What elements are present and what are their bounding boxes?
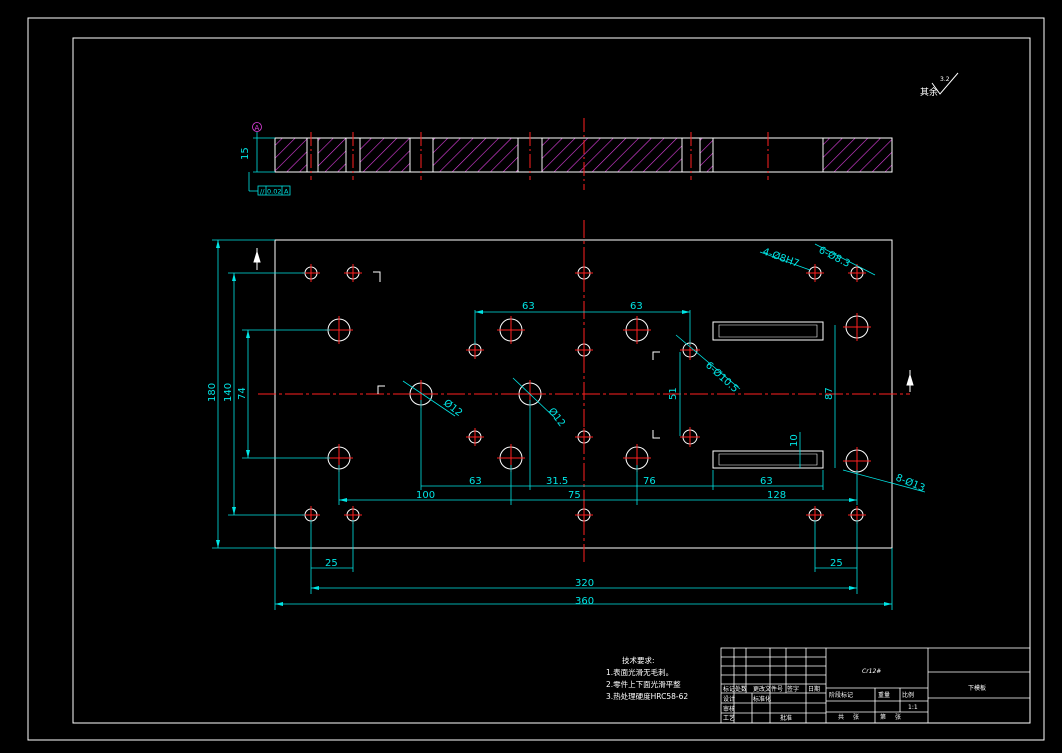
dim-bottom-63b: 63 bbox=[760, 476, 773, 487]
datum-marker: A bbox=[252, 122, 262, 138]
title-block-cell: 张 bbox=[895, 713, 901, 721]
dim-76: 76 bbox=[643, 476, 656, 487]
title-block-cell: 日期 bbox=[808, 685, 820, 693]
dim-25-right: 25 bbox=[830, 558, 843, 569]
dim-top-63b: 63 bbox=[630, 301, 643, 312]
title-block-cell: 批准 bbox=[780, 714, 792, 722]
roughness-label: 其余 bbox=[920, 86, 938, 98]
dim-75: 75 bbox=[568, 490, 581, 501]
title-block-cell: 第 bbox=[880, 713, 886, 721]
dim-bottom-63a: 63 bbox=[469, 476, 482, 487]
dim-140: 140 bbox=[223, 383, 234, 402]
title-block-cell: 阶段标记 bbox=[829, 691, 853, 699]
title-block-scale: 1:1 bbox=[908, 704, 918, 711]
dim-top-63a: 63 bbox=[522, 301, 535, 312]
title-block-cell: 处数 bbox=[735, 685, 747, 693]
callout-4-holes: 4-Ø8H7 bbox=[761, 246, 801, 270]
roughness-value: 3.2 bbox=[940, 76, 950, 83]
title-block-cell: 张 bbox=[853, 713, 859, 721]
roughness-check-icon: 其余 3.2 bbox=[920, 72, 959, 98]
svg-text:0.02: 0.02 bbox=[267, 188, 281, 196]
plan-view bbox=[253, 220, 914, 565]
callout-hole-12b: Ø12 bbox=[546, 405, 568, 429]
notes-item-2: 2.零件上下面光滑平整 bbox=[606, 680, 681, 689]
dim-320: 320 bbox=[575, 578, 594, 589]
title-block-cell: 比例 bbox=[902, 691, 914, 699]
svg-text:A: A bbox=[284, 188, 289, 196]
svg-text:A: A bbox=[255, 124, 260, 132]
svg-text://: // bbox=[260, 188, 265, 196]
title-block-cell: 更改文件号 bbox=[753, 685, 783, 693]
dim-31-5: 31.5 bbox=[546, 476, 568, 487]
dim-51: 51 bbox=[668, 387, 679, 400]
callout-6-holes-10-5: 6-Ø10.5 bbox=[703, 359, 741, 395]
callout-8-holes-13: 8-Ø13 bbox=[894, 472, 927, 495]
dim-87: 87 bbox=[824, 387, 835, 400]
title-block-cell: 审核 bbox=[723, 705, 735, 713]
notes-title: 技术要求: bbox=[622, 656, 655, 665]
title-block-cell: 签字 bbox=[787, 685, 799, 693]
title-block-part-name: 下模板 bbox=[968, 684, 986, 692]
title-block-cell: 标记 bbox=[723, 685, 735, 693]
notes-item-1: 1.表面光滑无毛刺。 bbox=[606, 668, 674, 677]
dim-10: 10 bbox=[789, 434, 800, 447]
title-block-cell: 共 bbox=[838, 713, 844, 721]
side-view: 15 A // 0.02 A bbox=[240, 118, 893, 196]
flatness-tolerance-frame: // 0.02 A bbox=[248, 172, 291, 196]
dim-25-left: 25 bbox=[325, 558, 338, 569]
dim-74: 74 bbox=[237, 387, 248, 400]
title-block-cell: 标准化 bbox=[753, 695, 771, 703]
dim-360: 360 bbox=[575, 596, 594, 607]
title-block bbox=[720, 647, 1031, 724]
thickness-dimension: 15 bbox=[240, 147, 251, 160]
callout-6-holes-8-3: 6-Ø8.3 bbox=[817, 244, 853, 270]
dimension-lines bbox=[212, 239, 926, 610]
callout-hole-12a: Ø12 bbox=[441, 397, 465, 419]
technical-notes: 技术要求: 1.表面光滑无毛刺。 2.零件上下面光滑平整 3.热处理硬度HRC5… bbox=[606, 655, 688, 703]
title-block-material: Cr12# bbox=[862, 668, 881, 675]
dim-180: 180 bbox=[207, 383, 218, 402]
title-block-cell: 设计 bbox=[723, 695, 735, 703]
inner-frame bbox=[72, 37, 1031, 724]
outer-frame bbox=[27, 17, 1045, 741]
dim-128: 128 bbox=[767, 490, 786, 501]
title-block-cell: 重量 bbox=[878, 691, 890, 699]
notes-item-3: 3.热处理硬度HRC58-62 bbox=[606, 692, 689, 701]
dim-100: 100 bbox=[416, 490, 435, 501]
title-block-cell: 工艺 bbox=[723, 714, 735, 722]
